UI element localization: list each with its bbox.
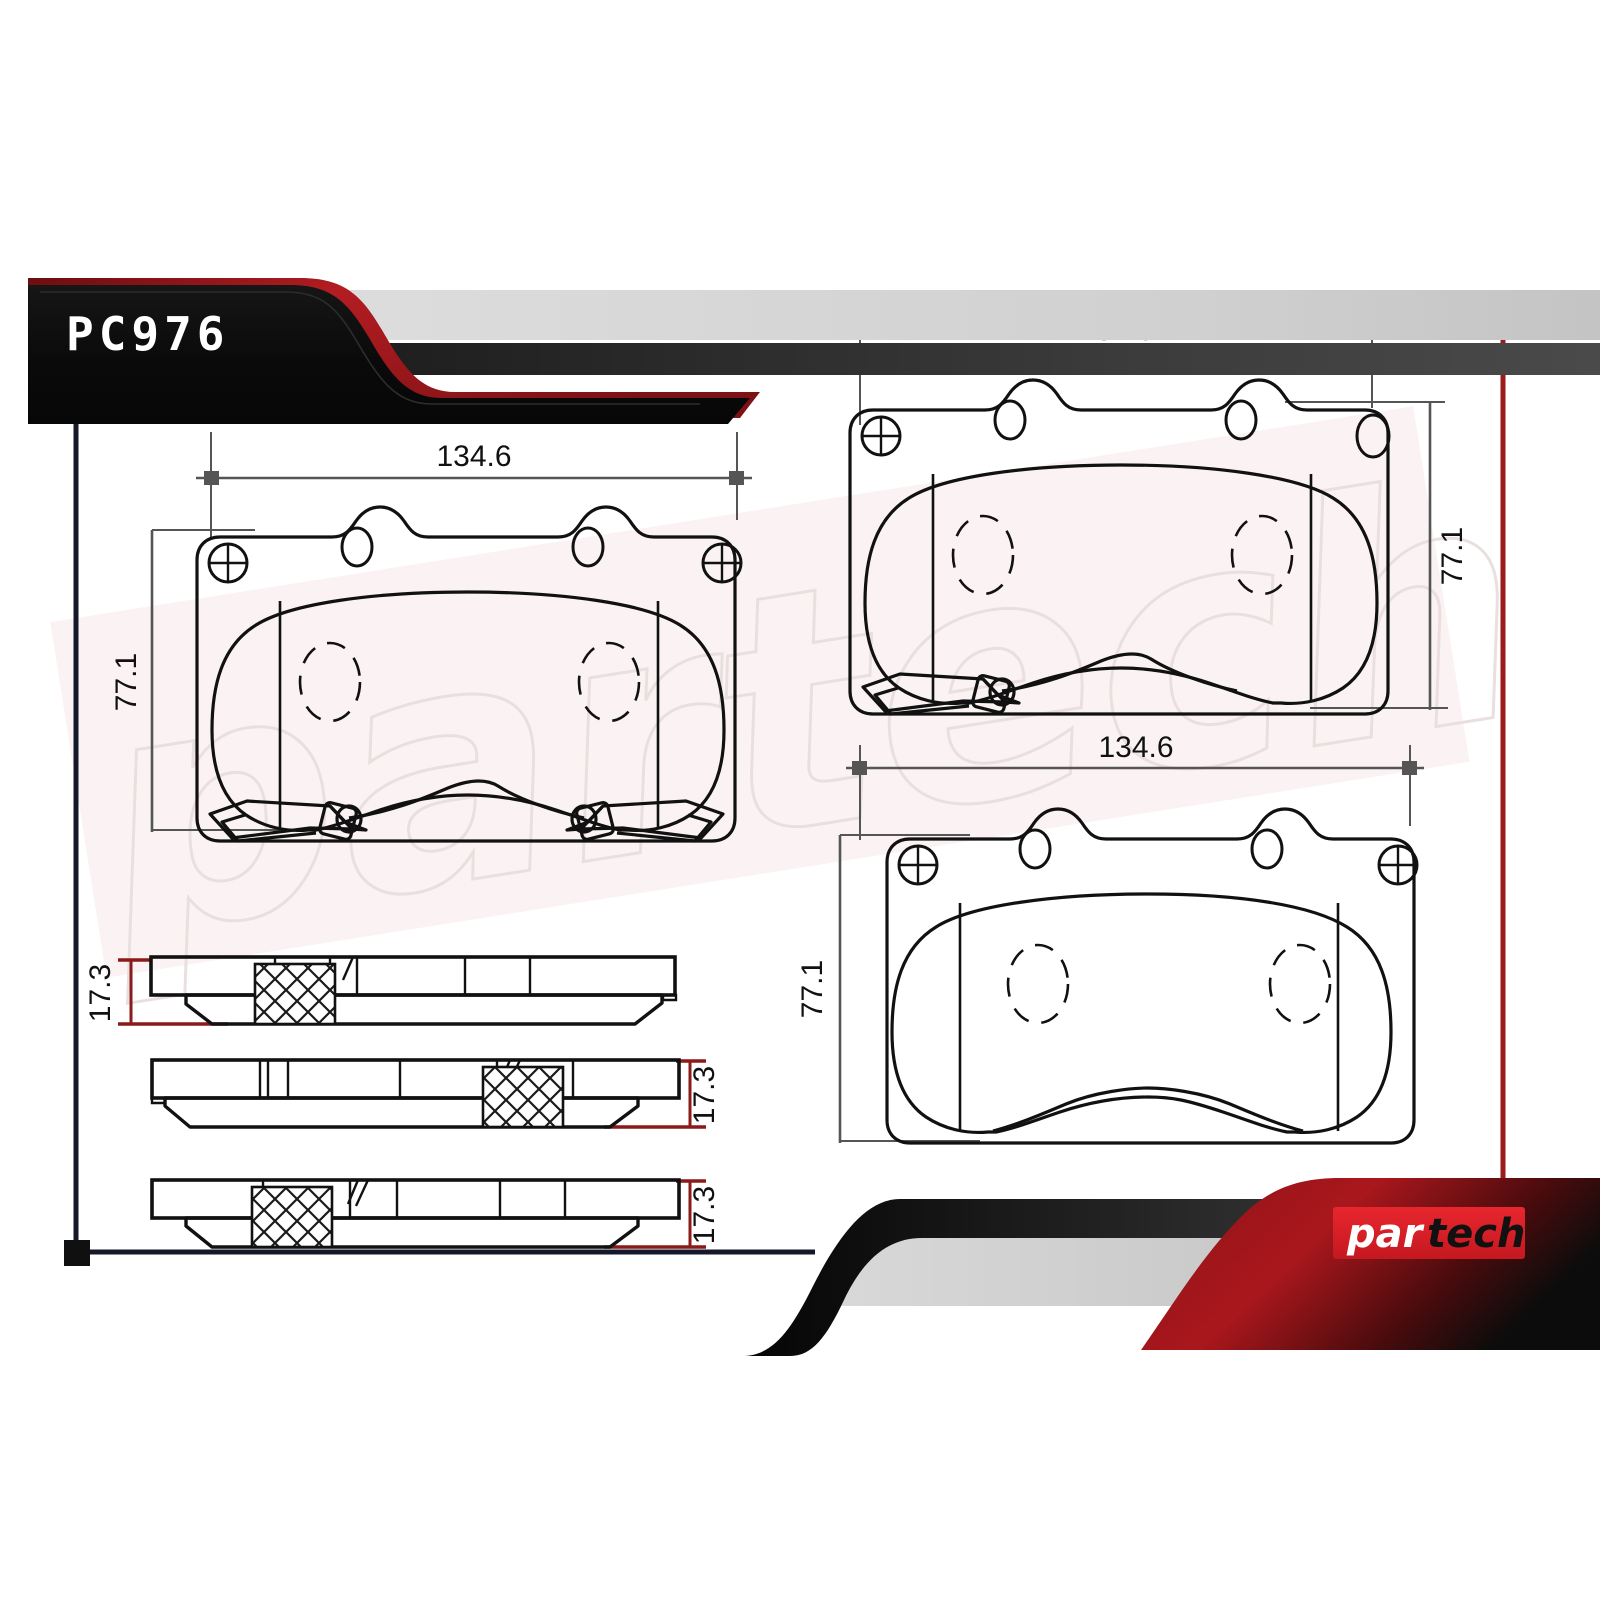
- pin-hole-left-2: [571, 526, 605, 568]
- dimension-height-bottom-right-label: 77.1: [796, 960, 829, 1018]
- friction-material-bottom-right: [890, 892, 1393, 1135]
- wear-indicator-left-2: [565, 799, 725, 843]
- pin-hole-bottom-right-1: [1018, 828, 1052, 870]
- edge-2-friction-body: [163, 1096, 640, 1129]
- header-black-shape: [28, 285, 750, 424]
- mounting-hole-top-right-1: [860, 415, 902, 457]
- header-dark-band: [320, 343, 1600, 375]
- hidden-circle-top-right-2: [1230, 514, 1294, 596]
- dimension-height-bottom-right: 77.1: [796, 834, 980, 1143]
- logo-text-tech: tech: [1427, 1211, 1525, 1257]
- dimension-thickness-3: 17.3: [604, 1179, 721, 1249]
- edge-2-backing-plate: [150, 1058, 681, 1100]
- mounting-hole-bottom-right-1: [897, 844, 939, 886]
- backing-plate-top-right: [848, 378, 1390, 716]
- friction-material-left: [210, 590, 726, 833]
- dimension-width-left: 134.6: [196, 432, 752, 540]
- pin-hole-top-right-2: [1224, 399, 1258, 441]
- dimension-thickness-2: 17.3: [604, 1059, 721, 1129]
- friction-material-top-right: [863, 463, 1379, 706]
- hidden-circle-bottom-right-2: [1268, 943, 1332, 1025]
- dimension-height-top-right-label: 77.1: [1436, 527, 1469, 585]
- dimension-thickness-1-label: 17.3: [84, 964, 117, 1022]
- logo-text-par: par: [1346, 1211, 1425, 1257]
- hidden-circle-left-2: [577, 641, 641, 723]
- part-number-label: PC976: [66, 307, 229, 361]
- logo-badge: par tech: [1333, 1207, 1525, 1259]
- header-gray-band: [250, 290, 1600, 340]
- dimension-width-bottom-right: 134.6: [846, 731, 1424, 840]
- dimension-width-left-label: 134.6: [436, 440, 511, 473]
- view-pad-face-bottom-right: 134.6 77.1: [796, 731, 1424, 1145]
- frame-corner-marker-bottom-left: [64, 1240, 90, 1266]
- dimension-width-bottom-right-label: 134.6: [1098, 731, 1173, 764]
- edge-3-backing-plate: [150, 1178, 681, 1220]
- backing-plate-left: [195, 505, 737, 843]
- hidden-circle-left-1: [298, 641, 362, 723]
- edge-2-hatch-section: [481, 1065, 565, 1129]
- edge-1-hatch-section: [253, 962, 337, 1026]
- footer-banner: par tech: [742, 1178, 1600, 1356]
- mounting-hole-left-1: [207, 542, 249, 584]
- pin-hole-top-right-1: [993, 399, 1027, 441]
- dimension-thickness-2-label: 17.3: [688, 1066, 721, 1124]
- pin-hole-left-1: [340, 526, 374, 568]
- mounting-hole-top-right-2: [1355, 413, 1391, 459]
- wear-indicator-top-right: [861, 672, 1021, 716]
- mounting-hole-bottom-right-2: [1377, 844, 1419, 886]
- dimension-height-left: 77.1: [110, 529, 280, 832]
- hidden-circle-bottom-right-1: [1006, 943, 1070, 1025]
- lower-notch-bottom-right: [992, 1086, 1304, 1133]
- dimension-thickness-3-label: 17.3: [688, 1186, 721, 1244]
- header-banner: PC976: [28, 278, 1600, 424]
- view-pad-edge-2: 17.3: [150, 1058, 721, 1129]
- edge-3-friction-body: [184, 1216, 640, 1249]
- mounting-hole-left-2: [701, 542, 743, 584]
- view-pad-edge-3: 17.3: [150, 1178, 721, 1249]
- anti-rattle-spring-top-right: [1001, 652, 1238, 693]
- dimension-height-left-label: 77.1: [110, 653, 143, 711]
- pin-hole-bottom-right-2: [1250, 828, 1284, 870]
- wear-indicator-left-1: [208, 799, 368, 843]
- dimension-height-top-right: 77.1: [1285, 401, 1469, 710]
- edge-3-hatch-section: [250, 1185, 334, 1249]
- view-pad-edge-1: 17.3: [84, 955, 678, 1026]
- hidden-circle-top-right-1: [951, 514, 1015, 596]
- view-pad-face-left: 134.6 77.1: [110, 432, 752, 843]
- backing-plate-bottom-right: [885, 807, 1416, 1145]
- anti-rattle-spring-left: [348, 779, 585, 820]
